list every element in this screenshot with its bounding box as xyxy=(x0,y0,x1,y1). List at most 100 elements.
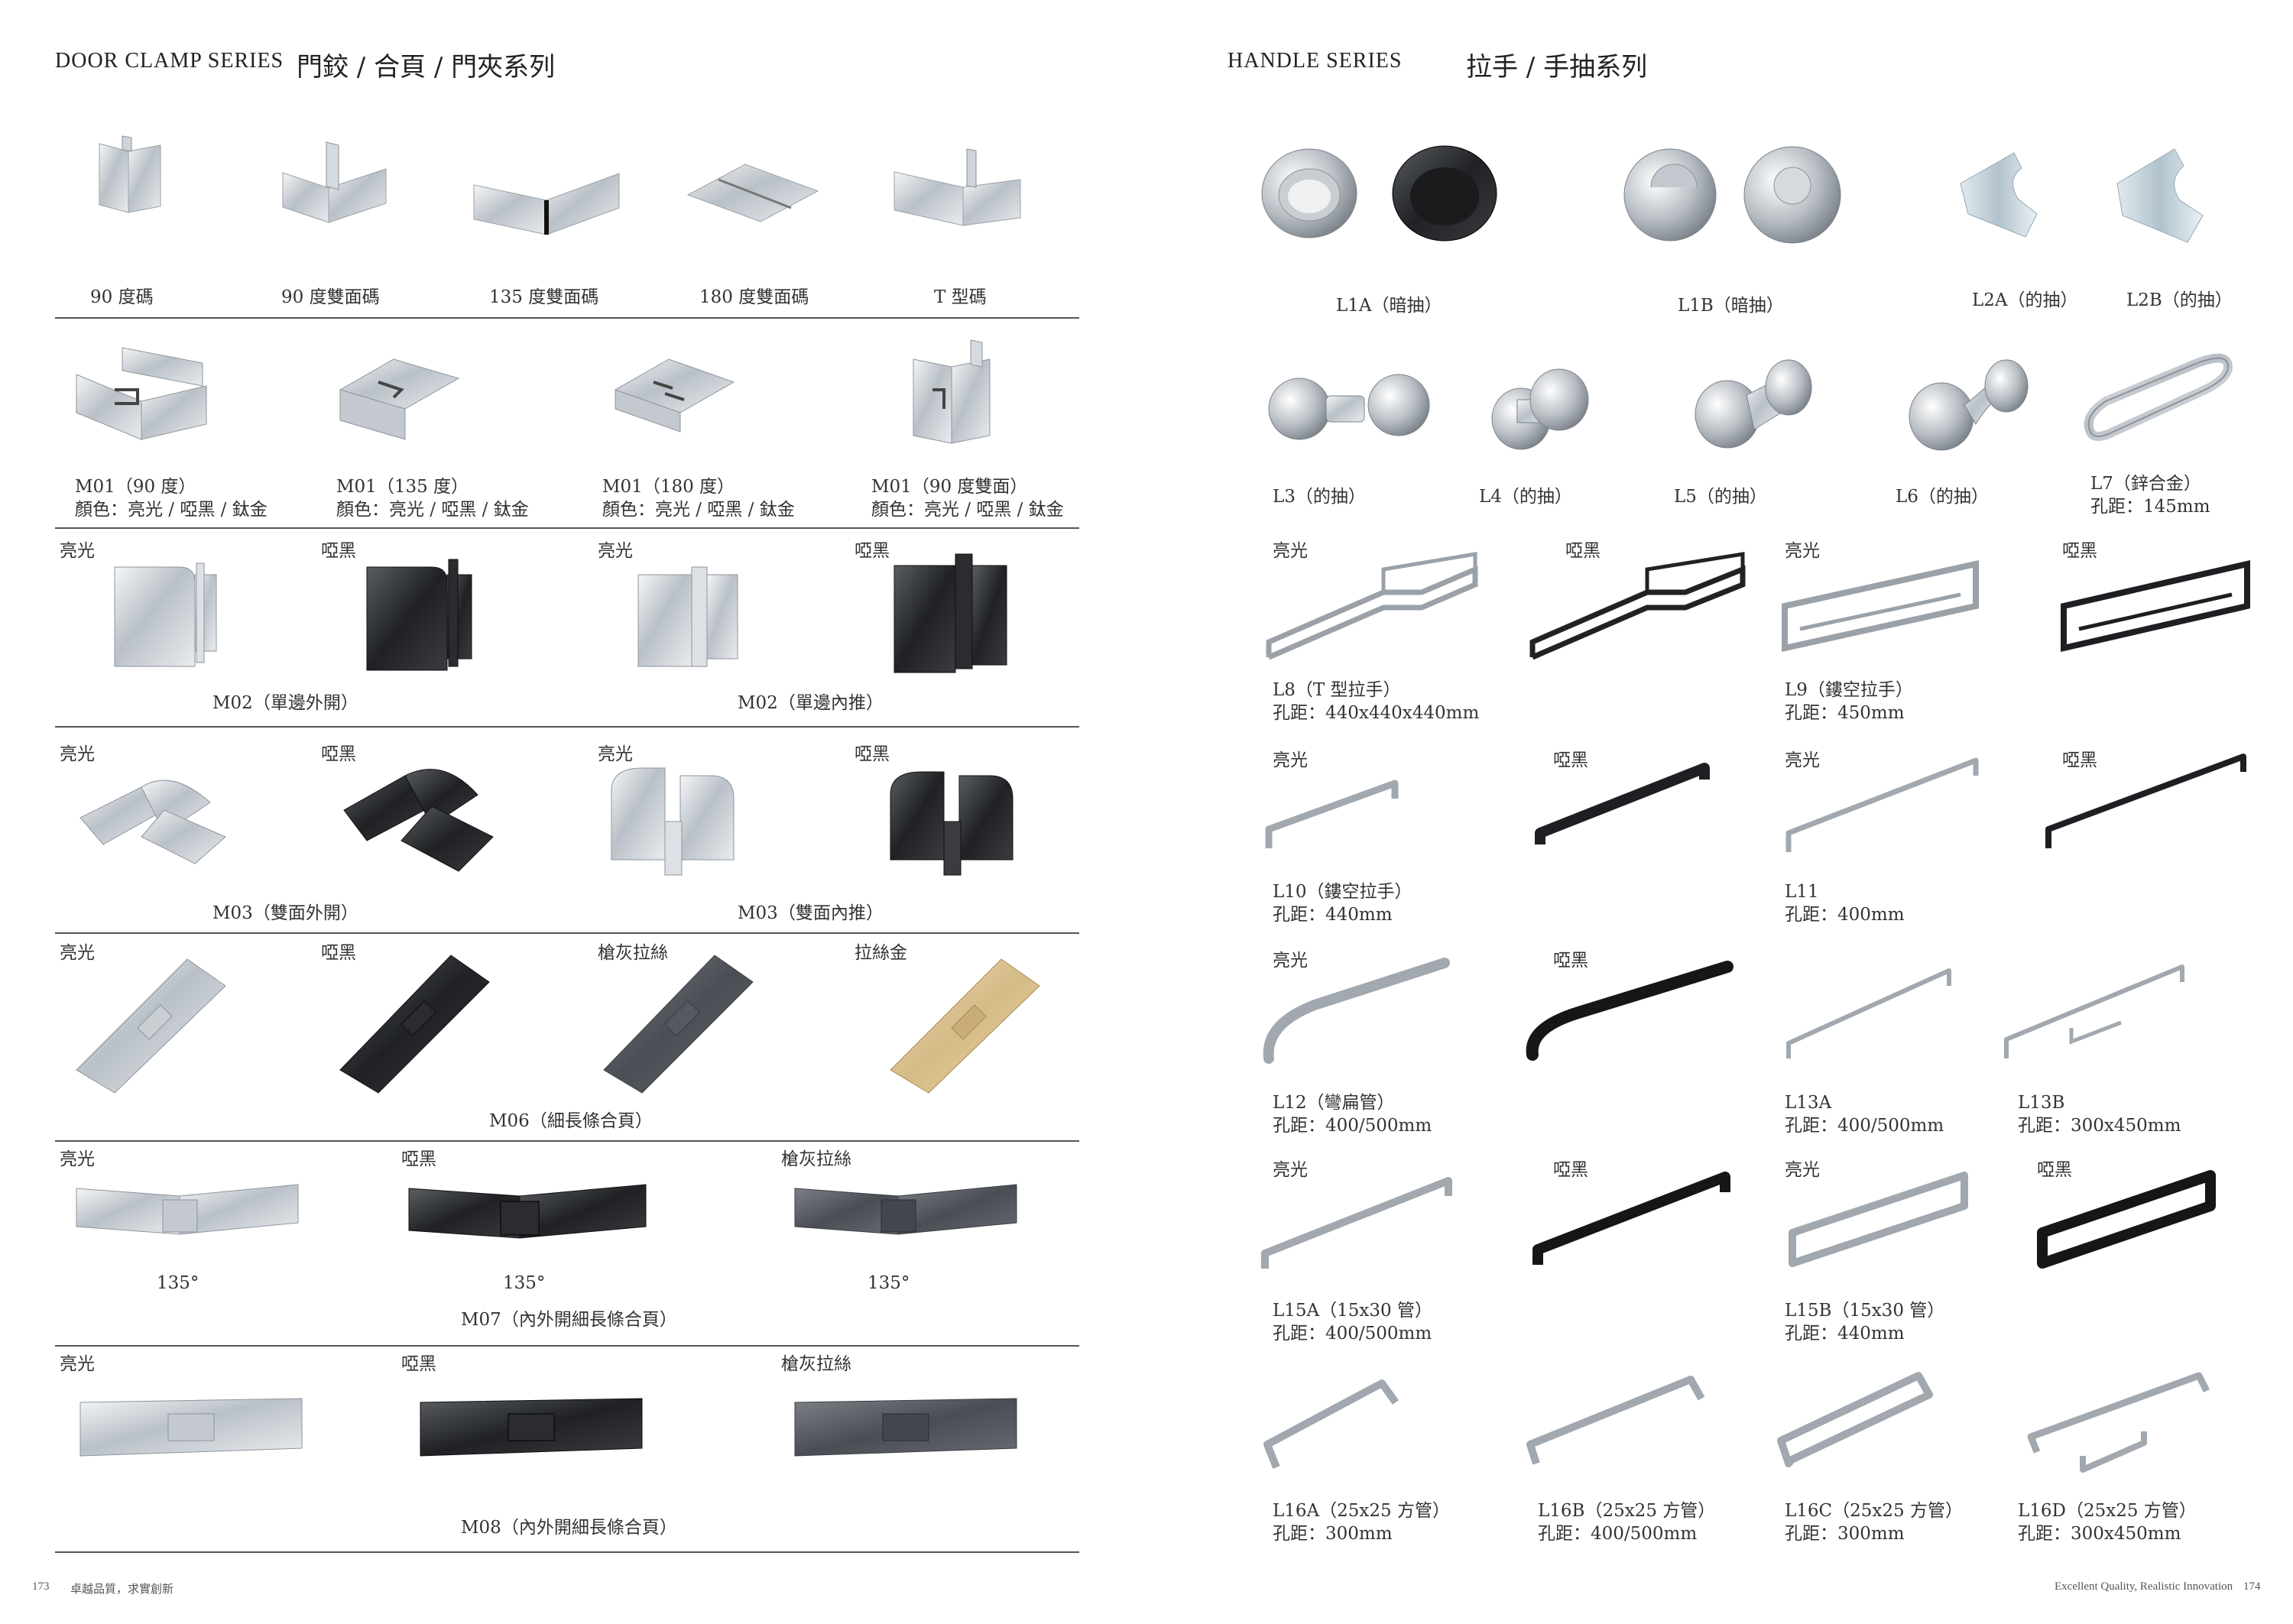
l13a-spec: 孔距：400/500mm xyxy=(1785,1116,1944,1136)
divider xyxy=(55,527,1079,529)
hinge-m02-out-black-image xyxy=(366,559,472,671)
l1b-label: L1B（暗抽） xyxy=(1678,296,1784,316)
left-series-title-cn: 門鉸 / 合頁 / 門夾系列 xyxy=(297,52,556,83)
m07-caption: M07（內外開細長條合頁） xyxy=(461,1310,677,1330)
r4-finish-4: 啞黑 xyxy=(2062,750,2097,770)
l5-label: L5（的抽） xyxy=(1674,487,1767,507)
hinge-m03-in-black-image xyxy=(890,771,1014,876)
l16a-spec: 孔距：300mm xyxy=(1273,1524,1393,1544)
hinge-m06-gold-image xyxy=(890,958,1040,1094)
l6-label: L6（的抽） xyxy=(1896,487,1989,507)
l7-name: L7（鋅合金） xyxy=(2090,474,2201,494)
l11-name: L11 xyxy=(1785,882,1819,902)
l6-knob-image xyxy=(1909,359,2029,451)
l16a-handle-image xyxy=(1263,1379,1399,1469)
l8-spec: 孔距：440x440x440mm xyxy=(1273,703,1480,723)
l1b-knobs-image xyxy=(1623,146,1841,244)
l12-black-handle-image xyxy=(1526,961,1734,1061)
m08-finish-1: 亮光 xyxy=(60,1354,95,1374)
divider xyxy=(55,726,1079,728)
l12-spec: 孔距：400/500mm xyxy=(1273,1116,1432,1136)
m07-angle-3: 135° xyxy=(868,1273,910,1293)
clamp-135-double-label: 135 度雙面碼 xyxy=(489,287,599,307)
divider xyxy=(55,1345,1079,1347)
l8-polished-handle-image xyxy=(1266,552,1478,660)
hinge-m07-black-image xyxy=(408,1184,647,1239)
r3-finish-4: 啞黑 xyxy=(2062,541,2097,561)
l9-polished-handle-image xyxy=(1782,560,1979,652)
l15a-spec: 孔距：400/500mm xyxy=(1273,1324,1432,1344)
hinge-m01-135-image xyxy=(339,358,460,440)
clamp-90-double-label: 90 度雙面碼 xyxy=(281,287,380,307)
r3-finish-3: 亮光 xyxy=(1785,541,1820,561)
m03-finish-2: 啞黑 xyxy=(321,744,356,764)
m07-angle-1: 135° xyxy=(157,1273,199,1293)
m02-in-caption: M02（單邊內推） xyxy=(738,693,884,713)
m02-finish-3: 亮光 xyxy=(598,541,633,561)
l9-spec: 孔距：450mm xyxy=(1785,703,1905,723)
hinge-m07-polished-image xyxy=(76,1184,299,1235)
l11-spec: 孔距：400mm xyxy=(1785,905,1905,925)
l13b-spec: 孔距：300x450mm xyxy=(2018,1116,2181,1136)
l10-spec: 孔距：440mm xyxy=(1273,905,1393,925)
l10-name: L10（鏤空拉手） xyxy=(1273,882,1412,902)
divider xyxy=(55,1551,1079,1553)
m06-caption: M06（細長條合頁） xyxy=(489,1111,653,1131)
hinge-m02-out-polished-image xyxy=(114,562,217,667)
l15b-spec: 孔距：440mm xyxy=(1785,1324,1905,1344)
m06-finish-2: 啞黑 xyxy=(321,943,356,963)
l3-knob-image xyxy=(1268,374,1430,440)
m07-finish-1: 亮光 xyxy=(60,1149,95,1169)
l10-black-handle-image xyxy=(1535,763,1710,844)
r6-finish-1: 亮光 xyxy=(1273,1160,1308,1180)
m06-finish-4: 拉絲金 xyxy=(855,943,907,963)
m01-90-name: M01（90 度） xyxy=(75,477,196,497)
l13b-name: L13B xyxy=(2018,1093,2065,1113)
m03-finish-1: 亮光 xyxy=(60,744,95,764)
l7-spec: 孔距：145mm xyxy=(2090,497,2210,517)
l13a-name: L13A xyxy=(1785,1093,1832,1113)
right-page-number: 174 xyxy=(2243,1580,2261,1593)
m01-135-color: 顏色：亮光 / 啞黑 / 鈦金 xyxy=(336,500,529,520)
hinge-m02-in-polished-image xyxy=(637,566,738,667)
l16a-name: L16A（25x25 方管） xyxy=(1273,1501,1450,1521)
l2b-label: L2B（的抽） xyxy=(2126,290,2233,310)
l13a-handle-image xyxy=(1786,968,1951,1058)
l15a-name: L15A（15x30 管） xyxy=(1273,1301,1432,1321)
l16d-name: L16D（25x25 方管） xyxy=(2018,1501,2197,1521)
m01-180-color: 顏色：亮光 / 啞黑 / 鈦金 xyxy=(602,500,795,520)
l5-knob-image xyxy=(1695,359,1812,449)
l15a-polished-handle-image xyxy=(1261,1177,1452,1269)
divider xyxy=(55,932,1079,934)
l8-black-handle-image xyxy=(1529,552,1746,660)
left-series-title-en: DOOR CLAMP SERIES xyxy=(55,49,284,73)
r6-finish-2: 啞黑 xyxy=(1553,1160,1588,1180)
clamp-90-label: 90 度碼 xyxy=(90,287,154,307)
l1a-label: L1A（暗抽） xyxy=(1336,296,1442,316)
hinge-m02-in-black-image xyxy=(894,553,1007,673)
r4-finish-3: 亮光 xyxy=(1785,750,1820,770)
l11-black-handle-image xyxy=(2045,754,2246,848)
m08-finish-3: 槍灰拉絲 xyxy=(781,1354,851,1374)
left-footer-slogan: 卓越品質，求實創新 xyxy=(70,1582,174,1596)
clamp-t-label: T 型碼 xyxy=(934,287,987,307)
m01-135-name: M01（135 度） xyxy=(336,477,469,497)
r3-finish-2: 啞黑 xyxy=(1565,541,1601,561)
clamp-135-double-image xyxy=(473,173,620,235)
r3-finish-1: 亮光 xyxy=(1273,541,1308,561)
hinge-m03-out-polished-image xyxy=(79,780,226,864)
l16b-handle-image xyxy=(1526,1376,1705,1465)
l16d-spec: 孔距：300x450mm xyxy=(2018,1524,2181,1544)
l1a-knobs-image xyxy=(1261,145,1497,241)
m08-finish-2: 啞黑 xyxy=(401,1354,436,1374)
divider xyxy=(55,317,1079,319)
l13b-handle-image xyxy=(2004,964,2184,1058)
hinge-m01-90-image xyxy=(76,347,207,440)
m02-finish-1: 亮光 xyxy=(60,541,95,561)
l15a-black-handle-image xyxy=(1532,1172,1730,1265)
l16c-spec: 孔距：300mm xyxy=(1785,1524,1905,1544)
m07-angle-2: 135° xyxy=(503,1273,546,1293)
r5-finish-1: 亮光 xyxy=(1273,951,1308,971)
hinge-m08-polished-image xyxy=(79,1398,303,1457)
l16d-handle-image xyxy=(2027,1372,2210,1473)
